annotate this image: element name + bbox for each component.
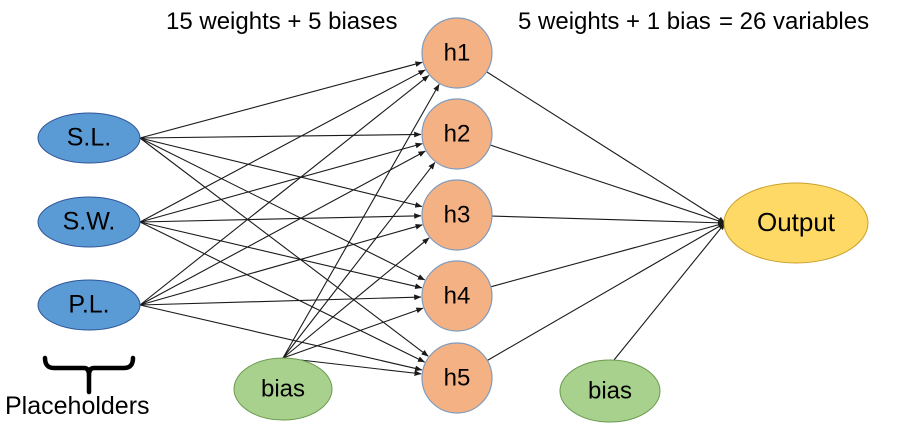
edge-sw-to-h5 [139,221,425,363]
edge-sl-to-h3 [139,137,423,208]
input-node-sl-label: S.L. [67,124,111,152]
hidden-node-h3-label: h3 [444,201,471,228]
input-node-sl[interactable]: S.L. [37,112,141,164]
hidden-layer-nodes: h1 h2 h3 h4 h5 [421,17,493,414]
edge-bias-to-h4 [282,307,424,359]
input-node-pl[interactable]: P.L. [37,279,141,331]
placeholders-group-label: Placeholders [5,392,150,420]
hidden-node-h5-label: h5 [444,364,471,391]
output-node-shape[interactable] [723,182,869,264]
bias-output-node-label: bias [588,377,632,404]
input-layer-nodes: S.L. S.W. P.L. [37,112,141,331]
input-node-sw-shape[interactable] [37,196,141,248]
bias-output-node[interactable]: bias [559,359,661,423]
edge-pl-to-h1 [139,74,430,306]
edge-sl-to-h5 [139,137,429,357]
placeholders-brace [42,355,136,395]
edge-h2-to-output [490,144,726,224]
edge-sw-to-h2 [139,142,423,223]
hidden-node-h2[interactable]: h2 [421,98,493,170]
output-layer-node: Output [723,182,869,264]
input-node-sl-shape[interactable] [37,112,141,164]
edge-bias-to-h1 [282,83,440,359]
edge-h4-to-output [490,222,726,288]
edge-sw-to-h1 [139,69,426,223]
edge-pl-to-h4 [139,294,422,306]
output-layer-params-label: 5 weights + 1 bias [518,8,711,35]
edge-bias-to-output [613,222,726,361]
hidden-node-h1-label: h1 [444,39,471,66]
edge-pl-to-h5 [139,304,423,372]
hidden-node-h3[interactable]: h3 [421,179,493,251]
edge-bias-to-h5 [282,357,422,376]
edge-sw-to-h3 [139,213,422,223]
bias-output-node-shape[interactable] [559,359,661,423]
hidden-node-h4-shape[interactable] [421,260,493,332]
hidden-node-h4-label: h4 [444,282,471,309]
hidden-node-h1[interactable]: h1 [421,17,493,89]
edges-input-to-hidden [139,61,430,372]
input-node-sw[interactable]: S.W. [37,196,141,248]
edge-h5-to-output [487,222,726,361]
bias-hidden-node[interactable]: bias [233,357,333,421]
edge-sl-to-h4 [139,137,426,281]
edge-sl-to-h1 [139,61,423,139]
edges-hidden-to-output [486,71,726,361]
edge-bias-to-h2 [282,162,436,359]
hidden-node-h2-label: h2 [444,120,471,147]
edges-bias-to-output [613,222,726,361]
hidden-layer-params-label: 15 weights + 5 biases [166,8,398,35]
edge-h3-to-output [491,215,726,226]
input-node-pl-shape[interactable] [37,279,141,331]
hidden-node-h2-shape[interactable] [421,98,493,170]
hidden-node-h5-shape[interactable] [421,342,493,414]
input-node-sw-label: S.W. [63,208,116,236]
input-node-pl-label: P.L. [68,291,109,319]
output-node-label: Output [757,207,836,237]
total-variables-label: = 26 variables [719,8,870,35]
bias-hidden-node-label: bias [261,375,305,402]
hidden-node-h4[interactable]: h4 [421,260,493,332]
hidden-node-h5[interactable]: h5 [421,342,493,414]
bias-nodes: bias bias [233,357,661,423]
edge-pl-to-h2 [139,150,426,306]
bias-hidden-node-shape[interactable] [233,357,333,421]
edge-sl-to-h2 [139,131,422,139]
output-node[interactable]: Output [723,182,869,264]
hidden-node-h1-shape[interactable] [421,17,493,89]
edge-h1-to-output [486,71,726,224]
edge-sw-to-h4 [139,221,423,290]
edges-bias-to-hidden [282,83,440,376]
hidden-node-h3-shape[interactable] [421,179,493,251]
edge-bias-to-h3 [282,237,430,359]
edge-pl-to-h3 [139,223,423,306]
